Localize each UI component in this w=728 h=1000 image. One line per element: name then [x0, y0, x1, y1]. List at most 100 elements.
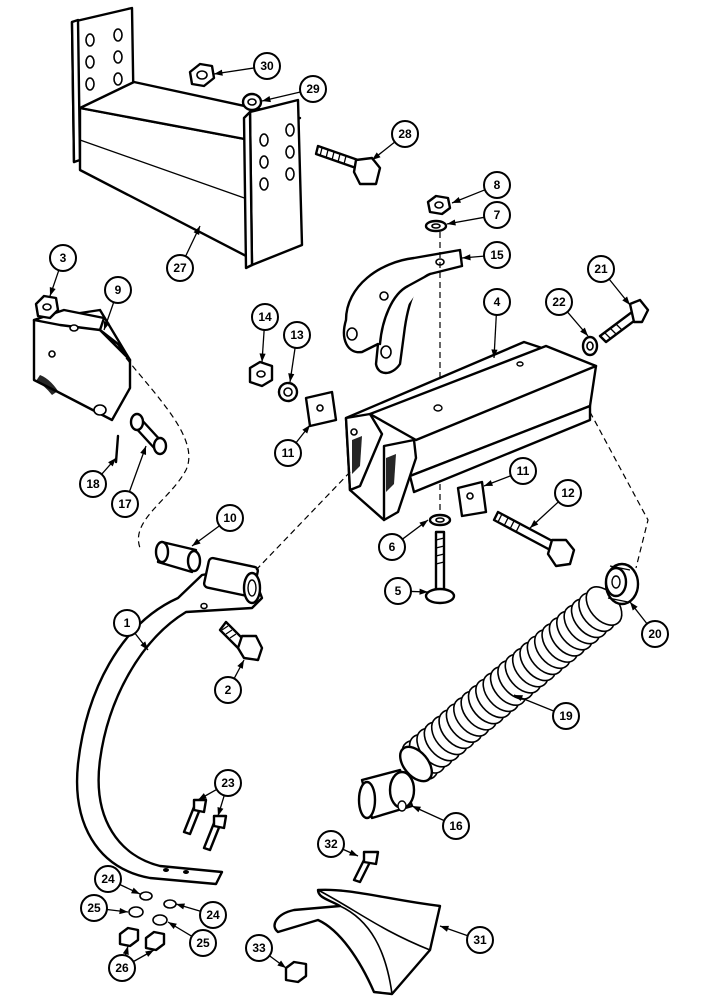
- callout-number: 25: [87, 901, 101, 915]
- nut-8: [426, 194, 452, 216]
- callout-27: 27: [166, 254, 194, 282]
- callout-circle: [113, 609, 141, 637]
- leader-arrowhead: [259, 353, 266, 362]
- callout-number: 26: [115, 961, 129, 975]
- callout-circle: [274, 439, 302, 467]
- callout-circle: [199, 901, 227, 929]
- callout-number: 23: [221, 776, 235, 790]
- callout-2: 2: [214, 676, 242, 704]
- callout-circle: [253, 52, 281, 80]
- callout-labels: 3029282739871521224141311111218171065201…: [49, 52, 669, 982]
- leader-lines: [49, 67, 648, 969]
- callout-number: 30: [260, 59, 274, 73]
- leader-arrowhead: [580, 327, 588, 336]
- callout-circle: [587, 255, 615, 283]
- nut-14: [248, 360, 274, 388]
- callout-number: 5: [395, 584, 402, 598]
- leader-arrowhead: [630, 602, 638, 611]
- callout-33: 33: [245, 934, 273, 962]
- callout-circle: [391, 120, 419, 148]
- callout-number: 22: [552, 295, 566, 309]
- callout-9: 9: [104, 276, 132, 304]
- leader-arrowhead: [462, 254, 471, 261]
- callout-number: 31: [473, 933, 487, 947]
- leader-arrowhead: [119, 907, 128, 915]
- callout-18: 18: [79, 470, 107, 498]
- callout-17: 17: [111, 490, 139, 518]
- bolt-28: [314, 144, 382, 186]
- leader-arrowhead: [176, 903, 185, 910]
- washer-6: [428, 513, 452, 527]
- callout-circle: [80, 894, 108, 922]
- callout-circle: [509, 457, 537, 485]
- callout-circle: [245, 934, 273, 962]
- callout-circle: [216, 504, 244, 532]
- callout-13: 13: [283, 321, 311, 349]
- callout-5: 5: [384, 577, 412, 605]
- callout-number: 24: [101, 872, 115, 886]
- callout-30: 30: [253, 52, 281, 80]
- callout-number: 15: [490, 248, 504, 262]
- callout-number: 4: [494, 295, 501, 309]
- callout-23: 23: [214, 769, 242, 797]
- callout-22: 22: [545, 288, 573, 316]
- callout-16: 16: [442, 812, 470, 840]
- leader-arrowhead: [514, 695, 523, 702]
- callout-number: 1: [124, 616, 131, 630]
- bolt-32: [352, 850, 380, 884]
- leader-arrowhead: [412, 806, 421, 813]
- leader-arrowhead: [140, 641, 148, 650]
- callout-32: 32: [317, 830, 345, 858]
- callout-15: 15: [483, 241, 511, 269]
- callout-number: 29: [306, 82, 320, 96]
- callout-circle: [442, 812, 470, 840]
- callout-number: 11: [282, 446, 295, 460]
- spring-19: [398, 586, 623, 783]
- bolt-2: [218, 620, 264, 662]
- callout-circle: [104, 276, 132, 304]
- callout-number: 21: [594, 262, 608, 276]
- callout-circle: [111, 490, 139, 518]
- leader-arrowhead: [122, 946, 129, 955]
- bolt-21: [598, 298, 650, 344]
- callout-circle: [299, 75, 327, 103]
- callout-circle: [317, 830, 345, 858]
- leader-arrowhead: [214, 69, 223, 76]
- callout-21: 21: [587, 255, 615, 283]
- callout-circle: [378, 533, 406, 561]
- washer-22: [581, 335, 599, 357]
- leader-arrowhead: [302, 425, 310, 434]
- pad-11-top: [304, 390, 338, 428]
- callout-number: 20: [648, 627, 662, 641]
- leader-arrowhead: [193, 226, 200, 235]
- plow-bolts-23: [182, 798, 228, 852]
- leader-arrowhead: [622, 296, 630, 305]
- callout-number: 16: [449, 819, 463, 833]
- bolt-5: [424, 530, 456, 605]
- callout-number: 27: [173, 261, 187, 275]
- callout-number: 28: [398, 127, 412, 141]
- callout-25: 25: [80, 894, 108, 922]
- leader-arrowhead: [491, 349, 498, 358]
- spring-end-20: [604, 562, 640, 606]
- callout-circle: [94, 865, 122, 893]
- callout-number: 3: [60, 251, 67, 265]
- callout-circle: [545, 288, 573, 316]
- bolt-12: [492, 510, 576, 568]
- bracket-9: [32, 308, 132, 422]
- callout-circle: [166, 254, 194, 282]
- callout-number: 32: [324, 837, 338, 851]
- leader-arrowhead: [131, 887, 140, 894]
- callout-circle: [483, 241, 511, 269]
- callout-circle: [49, 244, 77, 272]
- lock-washer-13: [277, 381, 299, 403]
- leader-arrowhead: [140, 446, 147, 455]
- leader-arrowhead: [145, 950, 154, 957]
- leader-arrowhead: [530, 520, 539, 528]
- mounting-bracket-27: [70, 6, 304, 270]
- callout-number: 19: [559, 709, 573, 723]
- callout-31: 31: [466, 926, 494, 954]
- callout-12: 12: [554, 479, 582, 507]
- callout-number: 33: [252, 941, 266, 955]
- leader-arrowhead: [372, 152, 381, 160]
